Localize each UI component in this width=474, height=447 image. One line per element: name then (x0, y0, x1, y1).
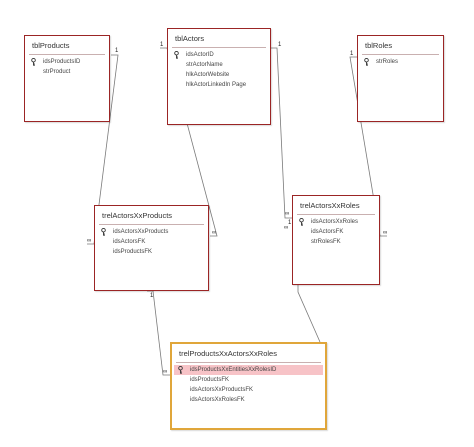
field-name: idsActorsFK (311, 229, 344, 235)
table-title: trelActorsXxRoles (300, 201, 360, 210)
field-name: strProduct (43, 69, 71, 75)
table-field[interactable]: idsActorsXxProductsFK (172, 385, 325, 395)
many-side-marker: ∞ (163, 369, 167, 375)
key-icon (31, 58, 36, 66)
table-tblRoles[interactable]: tblRoles strRoles (357, 35, 444, 122)
field-name: idsActorsXxProducts (113, 229, 169, 235)
title-divider (362, 54, 439, 55)
key-icon (364, 58, 369, 66)
primary-key-field[interactable]: strRoles (358, 57, 443, 67)
primary-key-field[interactable]: idsProductsXxEntitiesXxRolesID (174, 365, 323, 375)
table-title: tblProducts (32, 41, 70, 50)
field-list: idsActorID strActorName hlkActorWebsite hlk… (168, 50, 270, 90)
field-name: idsProductsXxEntitiesXxRolesID (190, 367, 277, 373)
relationship-line[interactable] (270, 47, 292, 219)
table-field[interactable]: idsActorsFK (95, 237, 208, 247)
field-name: idsActorsXxRoles (311, 219, 359, 225)
key-icon (174, 51, 179, 59)
many-side-marker: ∞ (284, 225, 288, 231)
many-side-marker: ∞ (285, 211, 289, 217)
field-name: idsActorsFK (113, 239, 146, 245)
table-field[interactable]: strActorName (168, 60, 270, 70)
table-field[interactable]: strRolesFK (293, 237, 379, 247)
primary-key-field[interactable]: idsActorsXxProducts (95, 227, 208, 237)
one-side-marker: 1 (115, 48, 119, 54)
table-title: trelActorsXxProducts (102, 211, 173, 220)
title-divider (29, 54, 105, 55)
one-side-marker: 1 (350, 51, 354, 57)
field-name: idsProductsFK (113, 249, 153, 255)
table-field[interactable]: idsActorsFK (293, 227, 379, 237)
field-name: strActorName (186, 62, 223, 68)
many-side-marker: ∞ (87, 238, 91, 244)
key-icon (101, 228, 106, 236)
field-name: hlkActorLinkedIn Page (186, 82, 247, 88)
many-side-marker: ∞ (383, 230, 387, 236)
one-side-marker: 1 (150, 293, 154, 299)
one-side-marker: 1 (278, 42, 282, 48)
field-name: strRoles (376, 59, 399, 65)
table-trelActorsXxProducts[interactable]: trelActorsXxProducts idsActorsXxProducts… (94, 205, 209, 291)
field-list: idsActorsXxProducts idsActorsFK idsProduct… (95, 227, 208, 257)
one-side-marker: 1 (160, 42, 164, 48)
table-trelProductsXxActorsXxRoles[interactable]: trelProductsXxActorsXxRoles idsProductsX… (170, 342, 327, 430)
relationship-line[interactable] (87, 54, 119, 245)
field-name: idsProductsFK (190, 377, 230, 383)
field-name: idsActorsXxProductsFK (190, 387, 254, 393)
field-list: idsActorsXxRoles idsActorsFK strRolesFK (293, 217, 379, 247)
table-field[interactable]: hlkActorLinkedIn Page (168, 80, 270, 90)
relationship-line[interactable] (160, 47, 218, 237)
field-list: strRoles (358, 57, 443, 67)
table-field[interactable]: idsActorsXxRolesFK (172, 395, 325, 405)
field-list: idsProductsID strProduct (25, 57, 109, 77)
table-tblActors[interactable]: tblActors idsActorID strActorName hlkActor… (167, 28, 271, 125)
key-icon (299, 218, 304, 226)
field-name: idsActorID (186, 52, 214, 58)
relationship-line[interactable] (147, 290, 170, 376)
primary-key-field[interactable]: idsActorID (168, 50, 270, 60)
title-divider (172, 47, 266, 48)
table-field[interactable]: strProduct (25, 67, 109, 77)
many-side-marker: ∞ (212, 230, 216, 236)
title-divider (176, 362, 321, 363)
table-field[interactable]: idsProductsFK (172, 375, 325, 385)
field-name: strRolesFK (311, 239, 341, 245)
table-title: tblActors (175, 34, 205, 43)
field-name: idsActorsXxRolesFK (190, 397, 245, 403)
table-field[interactable]: hlkActorWebsite (168, 70, 270, 80)
one-side-marker: 1 (288, 220, 292, 226)
table-title: trelProductsXxActorsXxRoles (179, 349, 277, 358)
relationship-line[interactable] (297, 285, 321, 343)
table-field[interactable]: idsProductsFK (95, 247, 208, 257)
title-divider (99, 224, 204, 225)
field-list: idsProductsXxEntitiesXxRolesID idsProduct… (172, 365, 325, 405)
key-icon (178, 366, 183, 374)
field-name: idsProductsID (43, 59, 81, 65)
field-name: hlkActorWebsite (186, 72, 230, 78)
primary-key-field[interactable]: idsActorsXxRoles (293, 217, 379, 227)
table-title: tblRoles (365, 41, 393, 50)
table-tblProducts[interactable]: tblProducts idsProductsID strProduct (24, 35, 110, 122)
title-divider (297, 214, 375, 215)
relationship-line[interactable] (349, 56, 387, 237)
primary-key-field[interactable]: idsProductsID (25, 57, 109, 67)
